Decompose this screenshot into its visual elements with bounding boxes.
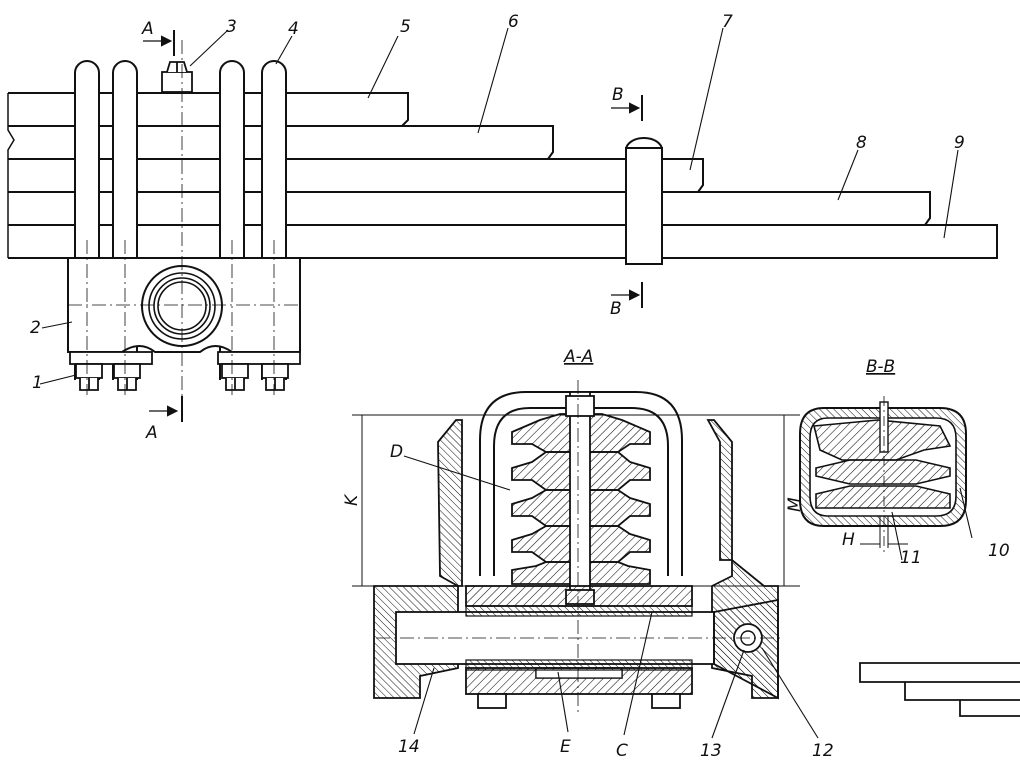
callout-9: 9 [954,133,965,153]
callout-13: 13 [700,741,722,761]
leaf-8 [698,191,931,226]
section-mark-a-bottom: A [145,423,158,443]
leaders-top [39,27,959,385]
rebound-clip [625,137,663,265]
section-mark-b-top: B [612,85,624,105]
nut-left-1 [75,363,103,391]
callout-1: 1 [32,373,43,393]
leaf-9 [8,224,998,259]
partial-leaf-view [859,662,1020,717]
callout-12: 12 [812,741,834,761]
centerlines [86,40,275,410]
callout-8: 8 [856,133,867,153]
section-bb [799,396,967,561]
dimension-h: H [842,530,855,550]
leaf-5 [8,92,409,127]
labels: 1 2 3 4 5 6 7 8 9 10 11 12 13 14 A A B B… [30,12,1010,761]
callout-14: 14 [398,737,420,757]
callout-5: 5 [400,17,411,37]
callout-11: 11 [900,548,922,568]
callout-4: 4 [288,19,299,39]
nut-right-2 [261,363,289,391]
dimension-k: K [342,493,362,506]
nut-left-2 [113,363,141,391]
callout-3: 3 [226,17,237,37]
nut-right-1 [221,363,249,391]
leaf-6 [402,125,554,160]
detail-d: D [390,442,403,462]
detail-e: E [560,737,571,757]
callout-10: 10 [988,541,1010,561]
section-mark-a-top: A [141,19,154,39]
section-mark-b-bottom: B [610,299,622,319]
detail-c: C [616,741,628,761]
section-aa [352,380,973,739]
nuts-and-plates [69,351,301,391]
dimension-m: M [785,497,805,512]
callout-7: 7 [722,12,733,32]
spring-seat [67,257,301,353]
callout-6: 6 [508,12,519,32]
spring-pack [7,92,998,259]
section-title-aa: A-A [563,347,593,367]
section-marks [143,30,643,422]
callout-2: 2 [30,318,41,338]
center-bolt [161,61,193,93]
section-title-bb: B-B [866,357,895,377]
break-line [7,93,15,258]
